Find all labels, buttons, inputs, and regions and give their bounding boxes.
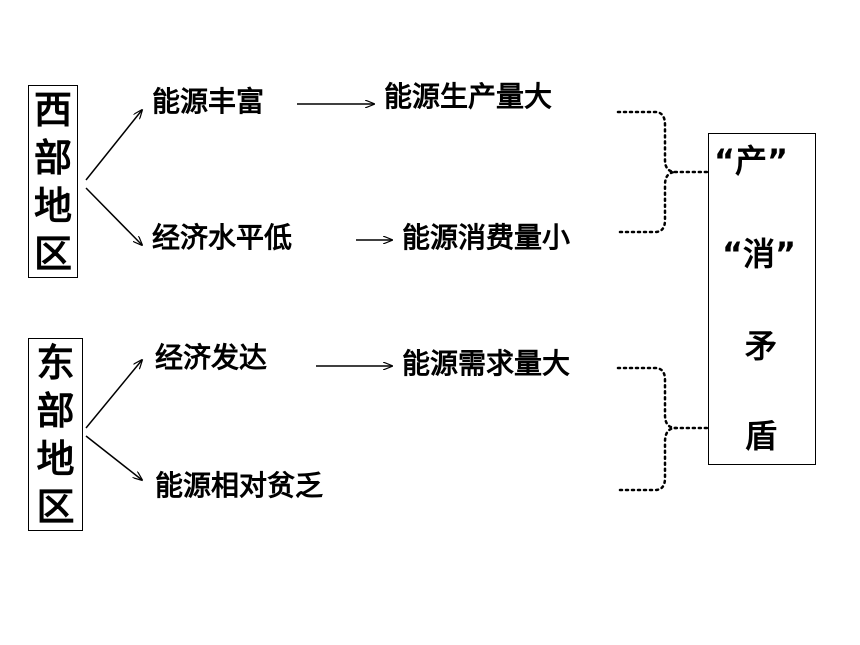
east-region-char-2: 部	[36, 388, 75, 433]
west-branch-arrow-lower	[85, 187, 142, 245]
west-region-box: 西 部 地 区	[28, 85, 78, 278]
west-branch-arrow-upper	[85, 110, 142, 181]
west-cause-energy-rich: 能源丰富	[152, 85, 265, 118]
west-region-char-2: 部	[33, 135, 72, 180]
east-dotted-brace	[616, 366, 714, 430]
conclusion-box	[708, 133, 816, 465]
west-dotted-brace	[616, 110, 714, 174]
east-region-box: 东 部 地 区	[28, 338, 83, 531]
east-region-char-1: 东	[36, 340, 75, 385]
east-cause-developed-economy: 经济发达	[155, 341, 268, 374]
west-effect-low-consumption: 能源消费量小	[402, 221, 571, 254]
west-dotted-brace-lower	[618, 170, 678, 234]
east-region-char-3: 地	[36, 436, 75, 481]
west-region-char-1: 西	[33, 87, 72, 132]
west-effect-high-production: 能源生产量大	[384, 80, 553, 113]
east-effect-high-demand: 能源需求量大	[402, 347, 571, 380]
conclusion-contradiction-1: 矛	[745, 327, 778, 365]
east-branch-arrow-upper	[85, 360, 142, 429]
east-dotted-brace-lower	[618, 426, 678, 492]
west-cause-low-economy: 经济水平低	[152, 221, 293, 254]
west-region-char-4: 区	[33, 231, 72, 276]
east-branch-arrow-lower	[85, 435, 142, 480]
conclusion-consumption: “消”	[722, 235, 797, 273]
east-region-char-4: 区	[36, 484, 75, 529]
east-cause-energy-poor: 能源相对贫乏	[155, 469, 324, 502]
conclusion-contradiction-2: 盾	[745, 417, 778, 455]
west-region-char-3: 地	[33, 183, 72, 228]
conclusion-production: “产”	[714, 142, 789, 180]
